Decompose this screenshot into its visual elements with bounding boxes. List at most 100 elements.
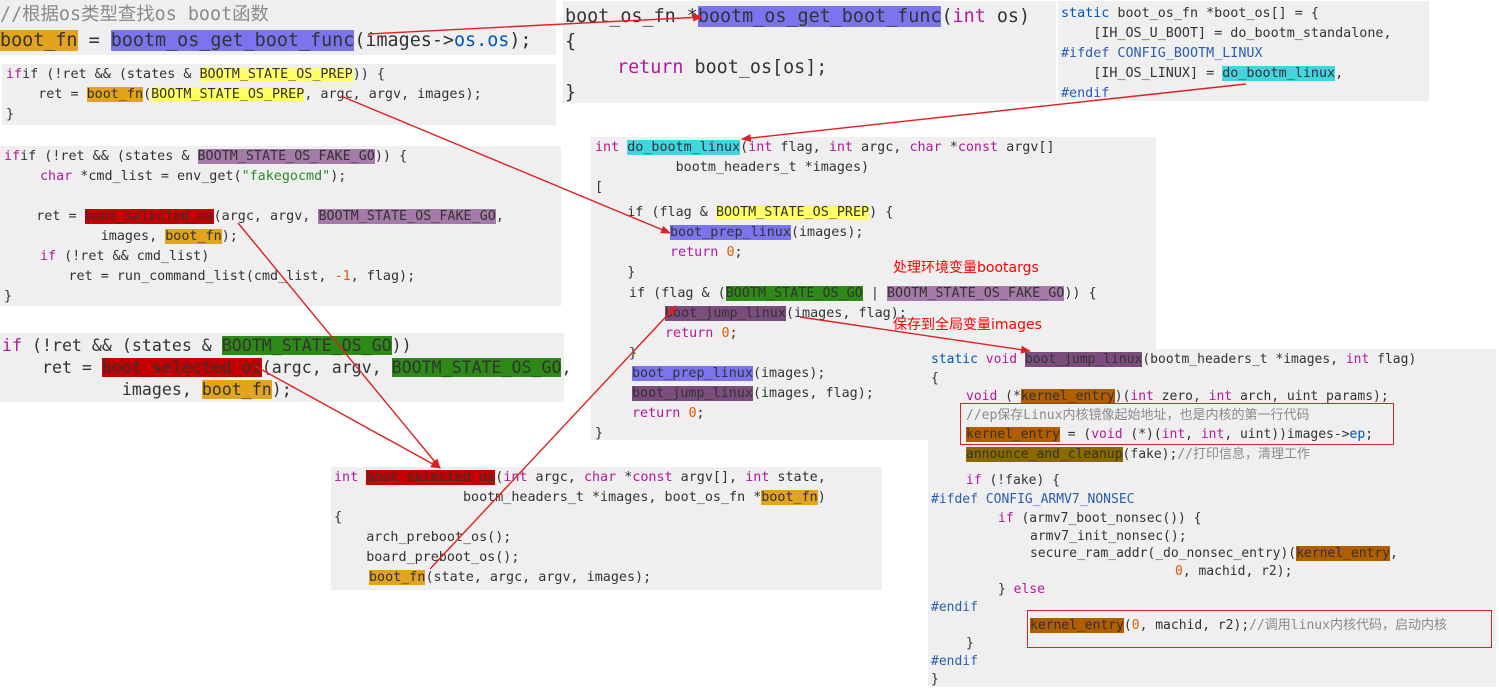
code-line: [IH_OS_U_BOOT] = do_bootm_standalone, [1061,26,1392,41]
code-line: #ifdef CONFIG_ARMV7_NONSEC [931,492,1135,507]
code-line: ifif (!ret && (states & BOOTM_STATE_OS_P… [6,67,385,82]
code-comment: //根据os类型查找os boot函数 [0,4,269,25]
arrow-go-to-boot-selected [254,365,441,469]
do-bootm-linux-token: do_bootm_linux [627,140,741,155]
code-line: board_preboot_os(); [334,550,520,565]
code-line: ret = boot_fn(BOOTM_STATE_OS_PREP, argc,… [6,87,482,102]
code-line: arch_preboot_os(); [334,530,512,545]
annotation-line: 保存到全局变量images [893,317,1042,333]
code-line: images, boot_fn); [2,380,292,399]
boot-selected-os-token: boot_selected_os [366,470,496,485]
code-line: if (flag & BOOTM_STATE_OS_PREP) { [595,205,894,220]
code-line: kernel_entry(0, machid, r2);//调用linux内核代… [1030,618,1447,633]
code-line: #endif [1061,86,1110,101]
kernel-entry-token: kernel_entry [1030,618,1124,633]
code-panel-boot-jump-linux: static void boot_jump_linux(bootm_header… [928,349,1496,687]
get-boot-func-token: bootm_os_get_boot_func [697,6,942,27]
code-line: return boot_os[os]; [617,57,828,78]
arrow-to-boot-jump-linux [799,316,1031,354]
code-line: if (armv7_boot_nonsec()) { [998,511,1202,526]
code-line: void (*kernel_entry)(int zero, int arch,… [966,389,1389,404]
arrow-fake-go-to-boot-selected [237,222,441,469]
code-line: boot_jump_linux(images, flag); [632,386,874,401]
code-line: return 0; [670,245,743,260]
code-line: boot_fn = bootm_os_get_boot_func(images-… [0,30,532,51]
code-line: return 0; [665,326,738,341]
code-line: announce_and_cleanup(fake);//打印信息，清理工作 [966,447,1310,462]
code-line: { [931,371,939,386]
code-line: boot_prep_linux(images); [670,225,864,240]
boot-jump-linux-token: boot_jump_linux [1024,352,1143,367]
code-line: ret = run_command_list(cmd_list, -1, fla… [4,269,416,284]
arrow-boot-fn-to-boot-jump [429,305,677,570]
code-line: boot_prep_linux(images); [632,366,826,381]
boot-jump-linux-token: boot_jump_linux [632,386,753,401]
boot-jump-linux-token: boot_jump_linux [665,306,786,321]
boot-prep-linux-token: boot_prep_linux [670,225,791,240]
code-line: } [931,672,939,687]
code-line: } else [998,582,1045,597]
get-boot-func-token: bootm_os_get_boot_func [110,30,355,51]
code-line: } [629,346,638,361]
code-comment: //ep保存Linux内核镜像起始地址，也是内核的第一行代码 [966,408,1310,423]
code-line: } [595,265,636,280]
boot-fn-token: boot_fn [201,380,272,399]
announce-and-cleanup-token: announce_and_cleanup [966,447,1123,462]
code-line: return 0; [632,406,705,421]
boot-fn-token: boot_fn [761,490,818,505]
boot-selected-os-token: boot_selected_os [101,358,262,377]
code-line: [IH_OS_LINUX] = do_bootm_linux, [1061,66,1344,81]
highlight-box-kernel-call [1027,610,1492,648]
annotation-line: 处理环境变量bootargs [893,260,1039,276]
code-line: } [966,636,974,651]
code-line: } [4,289,13,304]
code-panel-get-boot-fn: //根据os类型查找os boot函数 boot_fn = bootm_os_g… [0,0,556,55]
code-panel-os-fake-go: ifif (!ret && (states & BOOTM_STATE_OS_F… [0,146,561,306]
code-line: ret = boot_selected_os(argc, argv, BOOTM… [4,209,504,224]
code-line: ifif (!ret && (states & BOOTM_STATE_OS_F… [4,149,408,164]
code-line: [ [595,180,604,195]
code-line: { [565,31,577,52]
code-line: images, boot_fn); [4,229,238,244]
code-panel-os-go: if (!ret && (states & BOOTM_STATE_OS_GO)… [0,333,571,402]
code-panel-boot-selected-os: int boot_selected_os(int argc, char *con… [331,467,882,590]
highlight-box-kernel-entry [960,403,1394,445]
boot-fn-token: boot_fn [0,30,78,51]
code-line: #endif [931,600,978,615]
code-panel-get-boot-func: boot_os_fn *bootm_os_get_boot_func(int o… [563,1,1056,103]
boot-selected-os-token: boot_selected_os [84,209,214,224]
code-line: } [6,107,15,122]
kernel-entry-token: kernel_entry [1296,546,1391,561]
code-line: if (!ret && cmd_list) [40,249,210,264]
code-line: static boot_os_fn *boot_os[] = { [1061,6,1319,21]
code-line: bootm_headers_t *images) [595,160,870,175]
code-line: char *cmd_list = env_get("fakegocmd"); [40,169,347,184]
boot-prep-linux-token: boot_prep_linux [632,366,753,381]
code-line: int do_bootm_linux(int flag, int argc, c… [595,140,1055,155]
code-line: #ifdef CONFIG_BOOTM_LINUX [1061,46,1263,61]
boot-fn-token: boot_fn [369,570,426,585]
code-line: if (flag & (BOOTM_STATE_OS_GO | BOOTM_ST… [629,286,1097,301]
code-line: 0, machid, r2); [1175,564,1293,579]
code-line: { [334,510,343,525]
boot-fn-token: boot_fn [165,229,222,244]
code-panel-do-bootm-linux: int do_bootm_linux(int flag, int argc, c… [591,137,1156,441]
code-line: boot_jump_linux(images, flag); [665,306,907,321]
code-line: ret = boot_selected_os(argc, argv, BOOTM… [2,358,572,377]
code-line: if (!fake) { [966,473,1060,488]
code-line: } [565,82,577,103]
do-bootm-linux-token: do_bootm_linux [1222,66,1336,81]
code-line: if (!ret && (states & BOOTM_STATE_OS_GO)… [2,336,412,355]
code-line: boot_fn(state, argc, argv, images); [369,570,652,585]
code-line: kernel_entry = (void (*)(int, int, uint)… [966,427,1374,442]
boot-fn-token: boot_fn [86,87,144,102]
kernel-entry-token: kernel_entry [1020,389,1115,404]
code-line: static void boot_jump_linux(bootm_header… [931,352,1417,367]
code-line: boot_os_fn *bootm_os_get_boot_func(int o… [565,6,1031,27]
kernel-entry-token: kernel_entry [966,427,1060,442]
code-panel-os-prep: ifif (!ret && (states & BOOTM_STATE_OS_P… [2,64,556,125]
code-line: secure_ram_addr(_do_nonsec_entry)(kernel… [1030,546,1398,561]
arrow-boot-os-to-do-bootm [741,83,1247,143]
code-line: armv7_init_nonsec(); [1030,529,1187,544]
